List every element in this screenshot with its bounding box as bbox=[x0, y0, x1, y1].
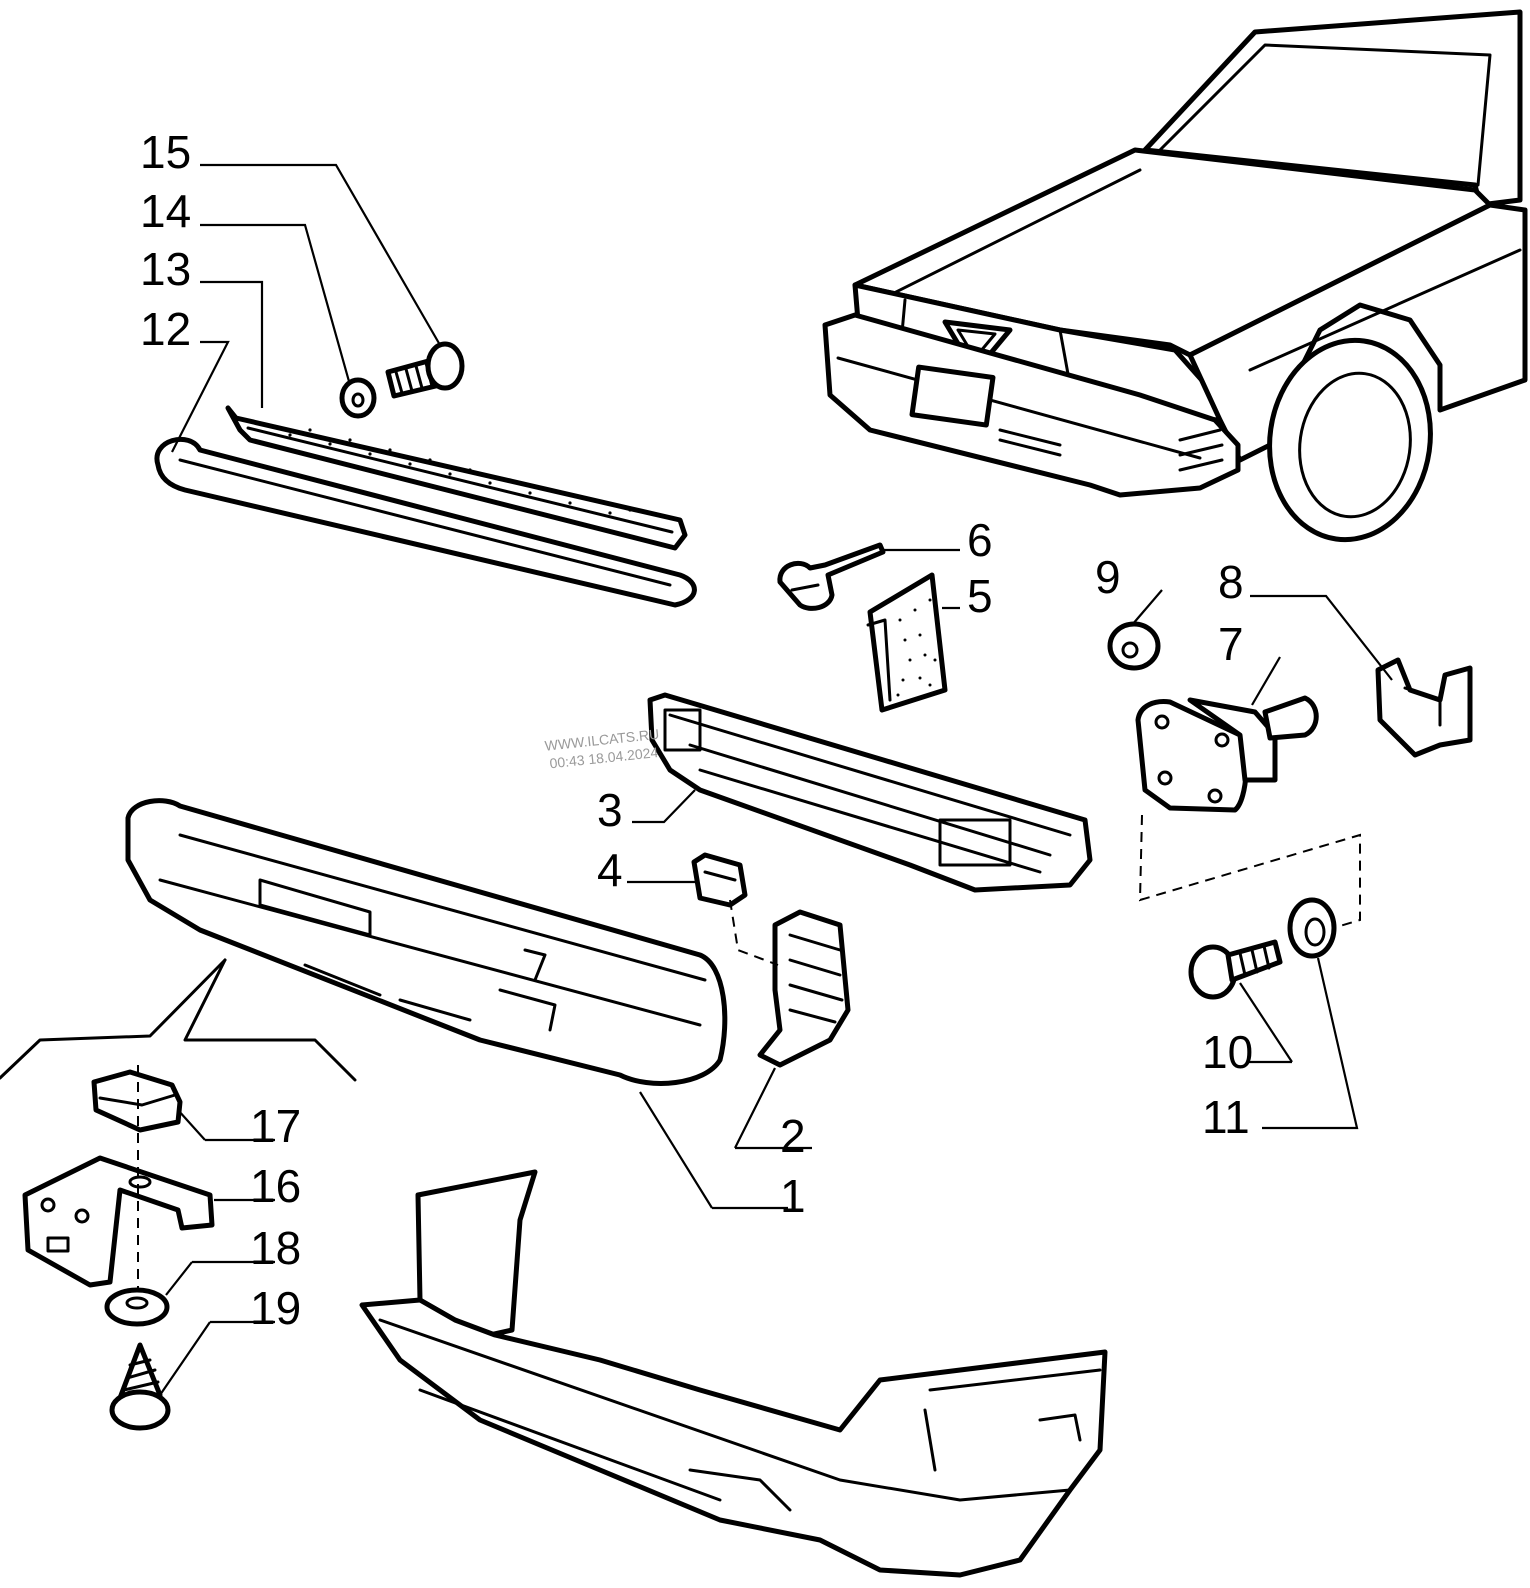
callout-10: 10 bbox=[1202, 1026, 1253, 1078]
callout-16: 16 bbox=[250, 1160, 301, 1212]
part-10-bolt bbox=[1188, 939, 1283, 1000]
callout-3: 3 bbox=[597, 784, 623, 836]
part-9-nut bbox=[1107, 621, 1161, 671]
part-15-screw bbox=[385, 341, 465, 399]
callout-4: 4 bbox=[597, 844, 623, 896]
part-18-washer bbox=[104, 1287, 170, 1327]
callout-17: 17 bbox=[250, 1100, 301, 1152]
part-4-spacer-block bbox=[691, 852, 748, 908]
lower-spoiler-undertray bbox=[359, 1169, 1108, 1578]
part-19-self-tapping-screw bbox=[109, 1342, 171, 1431]
callout-5: 5 bbox=[967, 570, 993, 622]
part-6-clip bbox=[777, 542, 886, 611]
callout-14: 14 bbox=[140, 185, 191, 237]
part-8-retaining-clip bbox=[1375, 657, 1473, 758]
part-14-washer bbox=[339, 377, 377, 419]
leader-lines bbox=[159, 163, 1393, 1396]
callout-13: 13 bbox=[140, 243, 191, 295]
callout-19: 19 bbox=[250, 1282, 301, 1334]
part-1-front-bumper bbox=[125, 798, 728, 1086]
car-front-illustration bbox=[822, 9, 1528, 543]
callout-11: 11 bbox=[1202, 1091, 1250, 1143]
callout-8: 8 bbox=[1218, 556, 1244, 608]
part-12-molding-strip bbox=[154, 436, 697, 608]
part-2-side-bracket bbox=[757, 909, 851, 1068]
watermark: WWW.ILCATS.RU 00:43 18.04.2024 bbox=[544, 726, 660, 772]
part-3-reinforcement-beam bbox=[647, 692, 1093, 893]
callout-18: 18 bbox=[250, 1222, 301, 1274]
part-7-mounting-bracket bbox=[1135, 695, 1319, 813]
callout-9: 9 bbox=[1095, 551, 1121, 603]
part-16-mounting-bracket bbox=[22, 1155, 215, 1288]
part-13-molding-insert bbox=[225, 405, 688, 551]
callout-12: 12 bbox=[140, 303, 191, 355]
callout-15: 15 bbox=[140, 126, 191, 178]
part-11-washer bbox=[1287, 897, 1337, 959]
part-5-pad bbox=[866, 572, 948, 713]
callout-6: 6 bbox=[967, 514, 993, 566]
callout-1: 1 bbox=[780, 1170, 806, 1222]
callout-7: 7 bbox=[1218, 618, 1244, 670]
callout-2: 2 bbox=[780, 1110, 806, 1162]
